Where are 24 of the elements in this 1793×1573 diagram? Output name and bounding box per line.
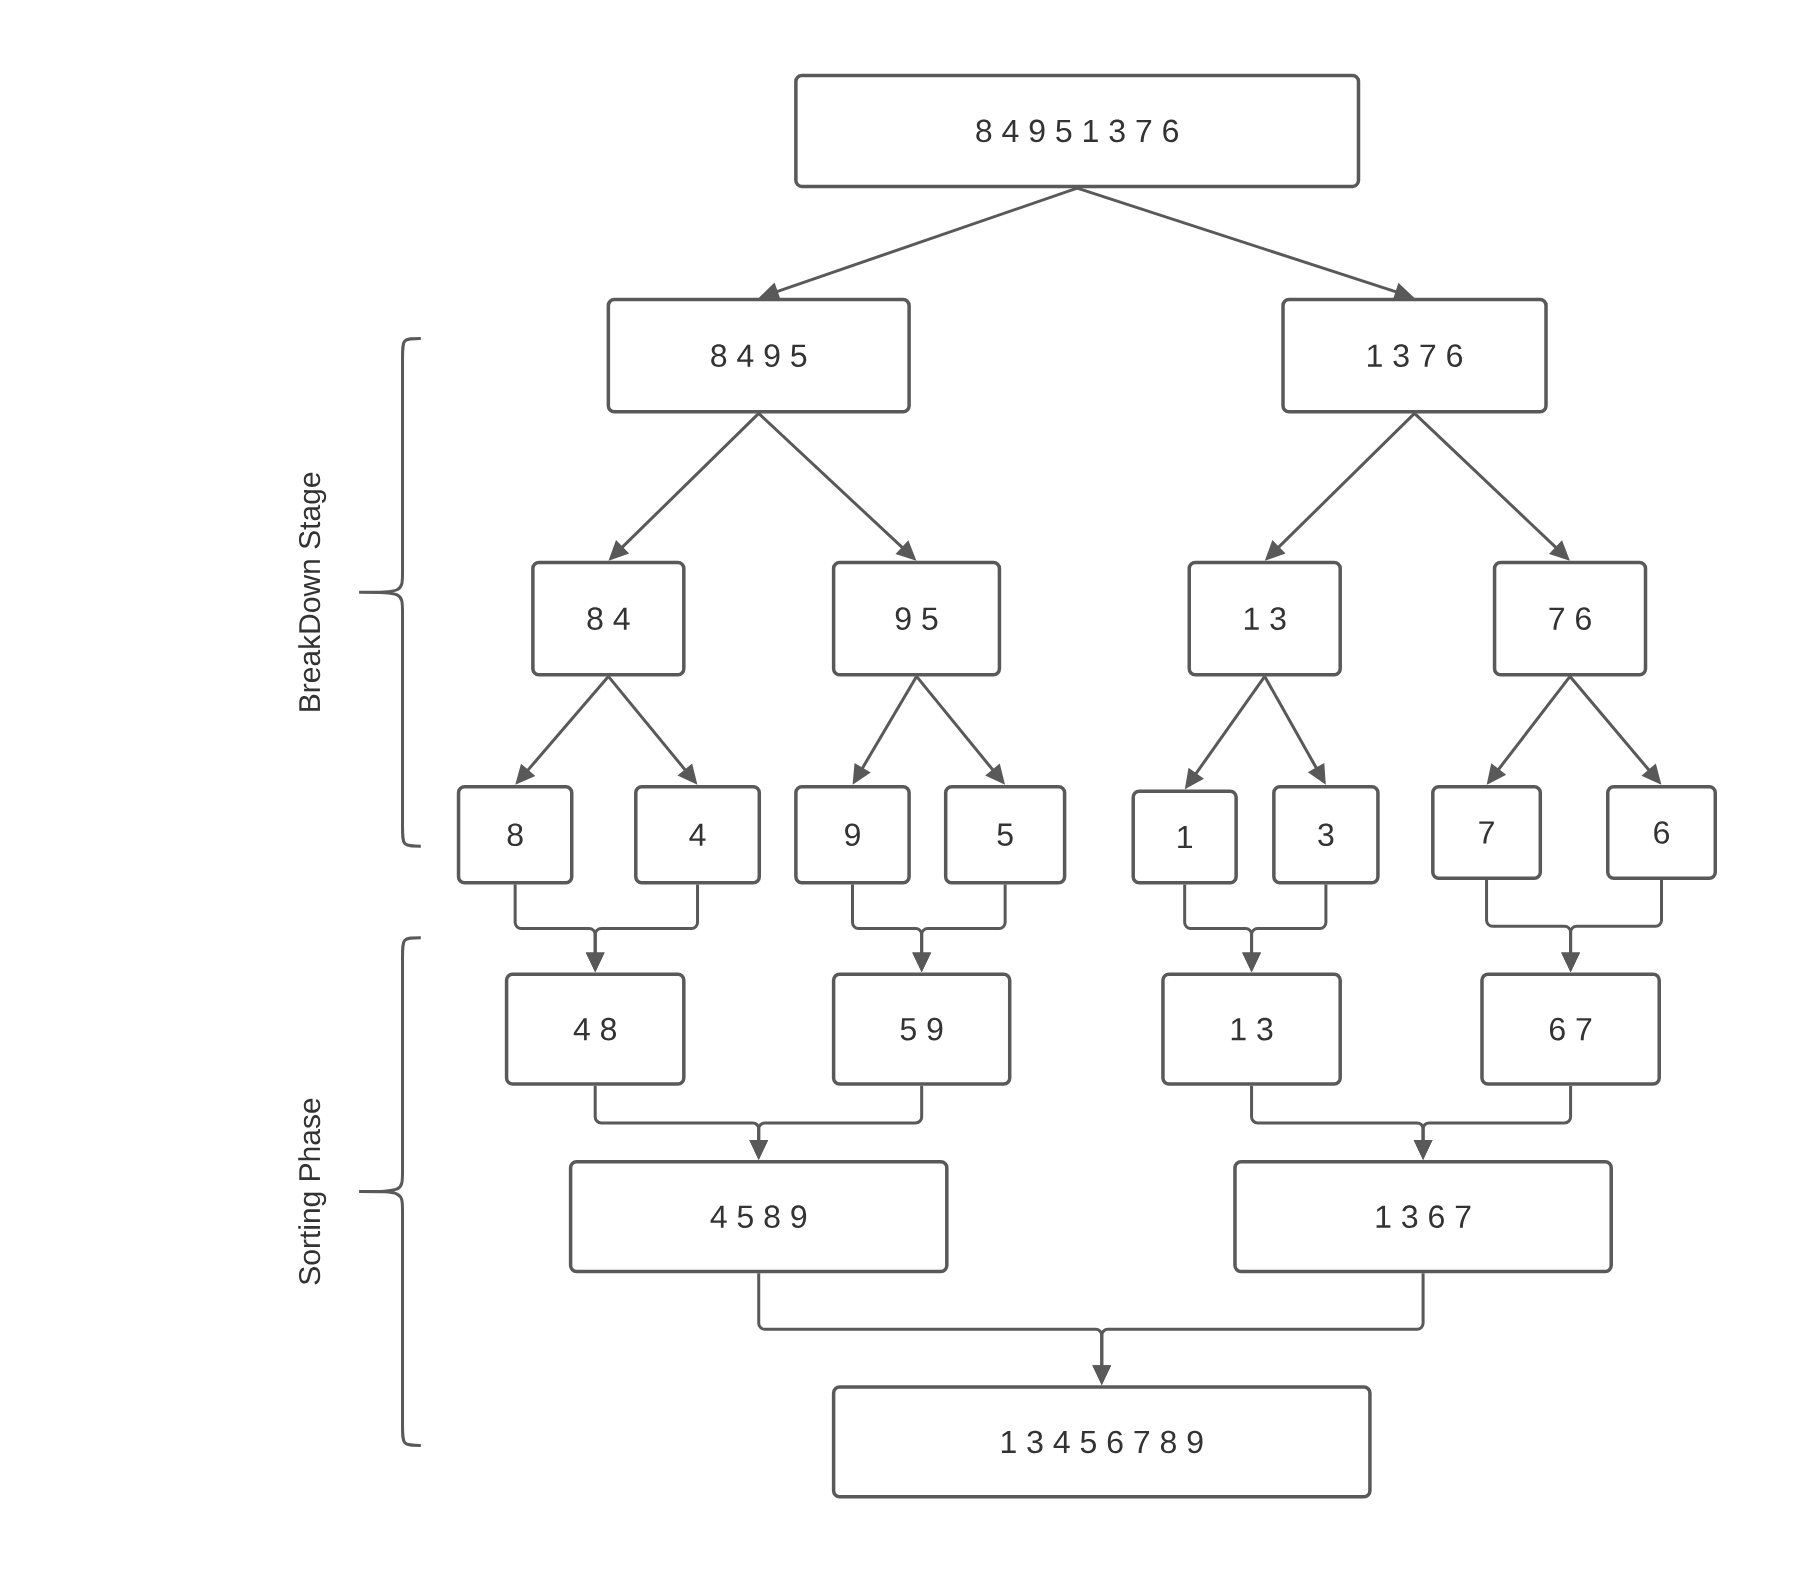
stage-label: BreakDown Stage — [298, 472, 327, 711]
number-box: 1 3 — [1187, 560, 1342, 677]
number-box: 7 — [1431, 784, 1543, 880]
number-box: 4 8 — [504, 972, 686, 1086]
number-box: 6 7 — [1480, 972, 1661, 1086]
stage-label: Sorting Phase — [298, 1098, 327, 1285]
number-box: 8 4 — [531, 560, 686, 677]
number-box: 1 3 6 7 — [1233, 1160, 1613, 1274]
number-box: 9 — [794, 785, 911, 885]
number-box: 3 — [1272, 785, 1380, 885]
number-box: 1 3 — [1161, 972, 1342, 1086]
number-box: 1 3 4 5 6 7 8 9 — [831, 1385, 1372, 1499]
number-box: 5 9 — [831, 972, 1012, 1086]
number-box: 8 4 9 5 1 3 7 6 — [794, 73, 1361, 189]
number-box: 4 5 8 9 — [568, 1160, 949, 1274]
number-box: 1 — [1131, 789, 1238, 885]
number-box: 7 6 — [1492, 560, 1648, 677]
number-box: 1 3 7 6 — [1281, 297, 1548, 414]
number-box: 6 — [1606, 784, 1717, 880]
number-box: 9 5 — [831, 560, 1002, 677]
number-box: 5 — [943, 785, 1067, 885]
number-box: 8 4 9 5 — [606, 297, 911, 414]
number-box: 8 — [456, 785, 574, 885]
number-box: 4 — [634, 785, 762, 885]
